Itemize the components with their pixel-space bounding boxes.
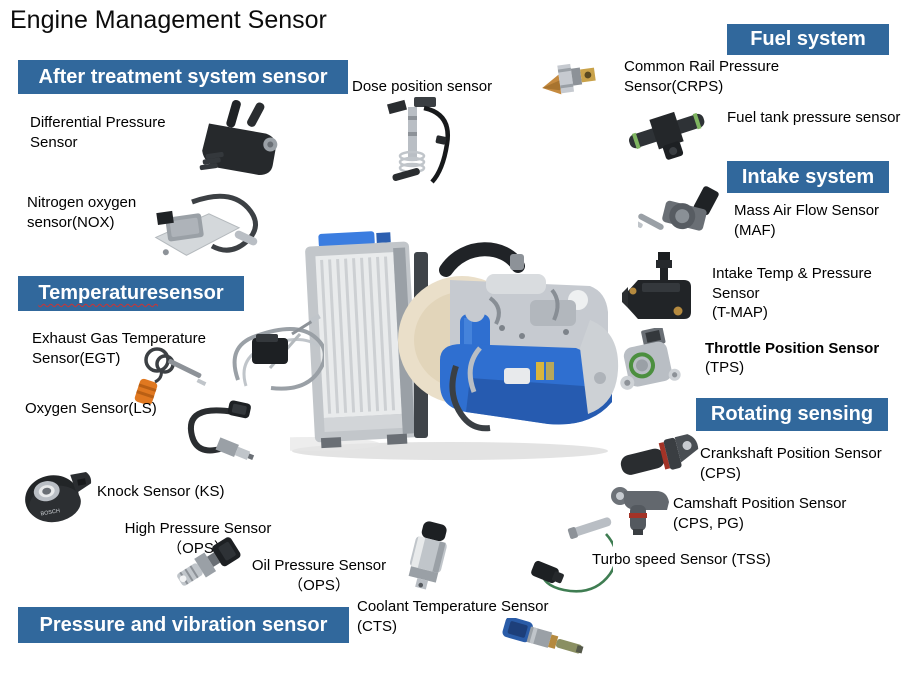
label-coolant-temperature-sensor: Coolant Temperature Sensor (CTS) [357, 598, 549, 635]
differential-pressure-sensor-image [178, 98, 283, 178]
coolant-temperature-sensor-image [496, 618, 586, 676]
label-knock-sensor: Knock Sensor (KS) [97, 483, 225, 500]
label-fuel-tank-pressure-sensor: Fuel tank pressure sensor [727, 109, 901, 126]
throttle-position-sensor-image [613, 328, 683, 392]
label-exhaust-gas-temperature-sensor: Exhaust Gas Temperature Sensor(EGT) [32, 330, 206, 367]
header-rotating-sensing: Rotating sensing [696, 398, 888, 431]
label-oil-pressure-sensor: Oil Pressure Sensor （OPS） [251, 557, 387, 594]
header-fuel-system: Fuel system [727, 24, 889, 55]
header-rotating-label: Rotating sensing [710, 403, 874, 425]
turbo-speed-sensor-image [518, 512, 613, 597]
label-intake-temp-pressure-sensor: Intake Temp & Pressure Sensor (T-MAP) [712, 265, 872, 321]
header-temperature-suffix: sensor [158, 282, 224, 304]
label-common-rail-pressure-sensor: Common Rail Pressure Sensor(CRPS) [624, 58, 780, 95]
knock-sensor-image: BOSCH [20, 466, 98, 528]
header-pressure-vibration-sensor: Pressure and vibration sensor [18, 607, 349, 643]
label-high-pressure-sensor: High Pressure Sensor （OPS） [124, 520, 272, 557]
common-rail-pressure-sensor-image [537, 54, 603, 100]
header-temperature-word: Temperature [38, 282, 159, 304]
label-throttle-position-sensor: Throttle Position Sensor [705, 340, 880, 357]
high-pressure-sensor-image [172, 532, 244, 592]
label-turbo-speed-sensor: Turbo speed Sensor (TSS) [592, 551, 771, 568]
header-after-treatment-system-sensor: After treatment system sensor [18, 60, 348, 94]
label-dose-position-sensor: Dose position sensor [352, 78, 493, 95]
header-intake-system: Intake system [727, 161, 889, 193]
intake-temp-pressure-sensor-image [620, 250, 700, 326]
crankshaft-position-sensor-image [613, 424, 701, 482]
header-pressure-vibration-label: Pressure and vibration sensor [39, 613, 328, 636]
page-title: Engine Management Sensor [10, 6, 327, 34]
knock-sensor-brand-text: BOSCH [40, 508, 60, 517]
label-camshaft-position-sensor: Camshaft Position Sensor (CPS, PG) [673, 495, 847, 532]
dose-position-sensor-image [372, 94, 462, 186]
label-mass-air-flow-sensor: Mass Air Flow Sensor (MAF) [734, 202, 880, 239]
camshaft-position-sensor-image [608, 479, 672, 535]
nitrogen-oxygen-sensor-image [140, 182, 260, 267]
egt-sensor-image [125, 338, 210, 404]
header-fuel-label: Fuel system [750, 28, 866, 50]
egt-assembly-image [212, 312, 324, 397]
header-temperature-sensor: Temperature sensor [18, 276, 244, 311]
label-throttle-position-sensor-abbr: (TPS) [705, 359, 745, 376]
label-nitrogen-oxygen-sensor: Nitrogen oxygen sensor(NOX) [27, 194, 137, 231]
label-oxygen-sensor: Oxygen Sensor(LS) [25, 400, 157, 417]
header-after-treatment-label: After treatment system sensor [38, 65, 328, 88]
engine-graphic [290, 231, 619, 460]
oil-pressure-sensor-image [392, 520, 464, 592]
engine-image [290, 228, 620, 463]
oxygen-sensor-image [160, 396, 255, 466]
label-differential-pressure-sensor: Differential Pressure Sensor [30, 114, 166, 151]
label-crankshaft-position-sensor: Crankshaft Position Sensor (CPS) [700, 445, 882, 482]
mass-air-flow-sensor-image [638, 180, 726, 246]
fuel-tank-pressure-sensor-image [620, 98, 715, 166]
header-intake-label: Intake system [741, 165, 875, 188]
